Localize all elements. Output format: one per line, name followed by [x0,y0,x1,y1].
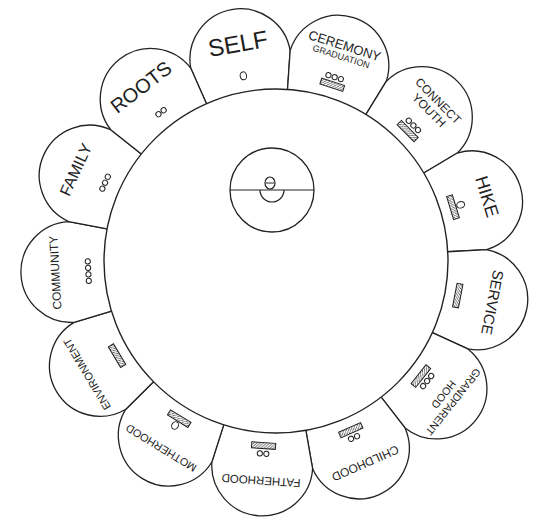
icon-oval [456,201,466,209]
icon-dot [338,76,345,83]
icon-dot [102,179,109,186]
icon-dot [264,451,270,457]
icon-bar [447,195,460,220]
petal: GRANDPARENT HOOD [412,357,484,439]
petal: CHILDHOOD [323,439,407,486]
petal-outline [212,425,313,516]
petal: COMMUNITY [47,230,65,317]
icon-dot [354,433,361,440]
petal-label: CONNECT YOUTH [394,68,470,145]
icon-dot [85,265,90,270]
petal-icon [411,365,437,392]
figure-mark [266,183,274,184]
petal-label: COMMUNITY [48,232,66,315]
petal-icon [453,283,463,308]
petal-label: FATHERHOOD [220,471,303,489]
petal-label: SERVICE [476,260,508,344]
petal-label: SELF [195,24,280,64]
icon-bar [320,78,345,91]
icon-dot [104,173,111,180]
icon-bar [251,442,275,450]
petal: HIKE [464,153,508,241]
petal: CEREMONYGRADUATION [298,27,387,76]
inner-emblem [230,148,314,232]
petal: FATHERHOOD [218,471,305,489]
petal-label: CHILDHOOD [325,440,405,485]
petal: SERVICE [476,258,508,346]
petal: MOTHERHOOD [121,421,201,476]
petal-outline [21,222,111,323]
petal-label: ENVIRONMENT [61,335,113,412]
petal: ENVIRONMENT [60,334,114,414]
icon-dot [85,259,90,264]
petal-icon [240,71,248,80]
icon-dot [86,278,91,283]
petal-icon [99,173,111,192]
icon-oval [240,71,248,80]
petal-label: HIKE [465,155,508,239]
icon-bar [397,120,418,141]
icon-dot [414,126,421,133]
petal-label: GRANDPARENT HOOD [414,358,484,437]
icon-dot [348,435,355,442]
petal-icon [155,107,167,118]
figure-body [260,190,284,202]
petal-icon [339,423,366,445]
icon-bar [411,365,431,388]
icon-dot [331,74,338,81]
petal-icon [163,410,191,435]
petal-icon [320,71,347,91]
icon-dot [99,185,106,192]
figure-head [265,177,275,189]
petal-label: ROOTS [102,53,180,121]
icon-bar [108,344,125,368]
icon-dot [86,272,91,277]
petal-icon [85,259,92,284]
petal-icon [447,192,468,219]
icon-bar [453,283,463,308]
icon-dot [160,107,167,114]
petal-icons [85,71,468,457]
inner-divider [230,189,314,190]
petal-label: FAMILY [51,128,101,210]
center-circle [104,89,448,433]
petal: SELF [193,24,282,65]
petal-icon [108,344,125,368]
icon-dot [325,72,332,79]
icon-dot [419,382,426,389]
icon-bar [167,410,191,428]
petal-label: MOTHERHOOD [123,422,199,475]
petal-outlines [21,9,528,516]
petal: CONNECT YOUTH [393,67,472,147]
petal: ROOTS [101,52,183,122]
inner-circle [230,148,314,232]
icon-dot [257,451,263,457]
icon-bar [339,423,363,438]
petal-icon [251,442,276,457]
petal: FAMILY [50,127,102,213]
petal-icon [397,115,424,142]
